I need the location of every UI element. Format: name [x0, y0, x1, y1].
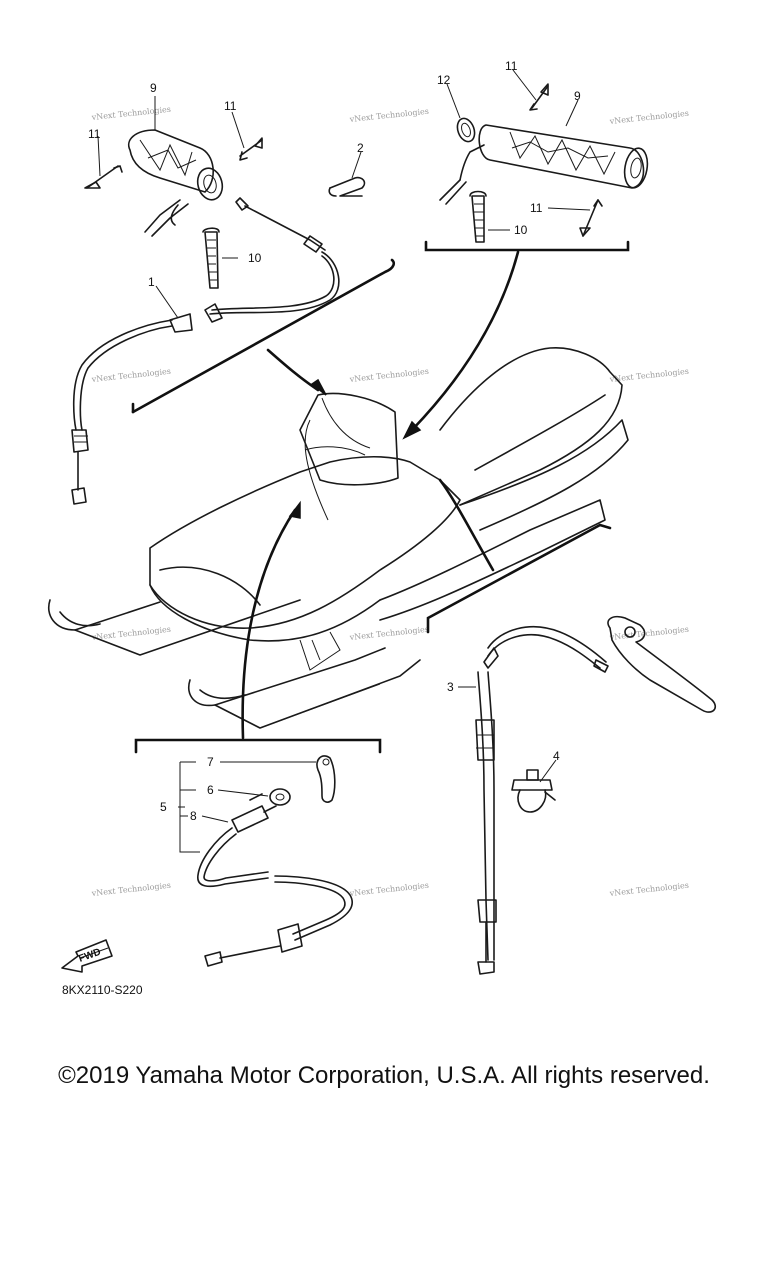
watermark: vNext Technologies [90, 625, 171, 642]
watermark: vNext Technologies [90, 881, 171, 898]
callout-5: 5 [160, 800, 167, 814]
snowmobile-illustration [48, 347, 629, 729]
callout-1: 1 [148, 275, 155, 289]
watermark: vNext Technologies [348, 107, 429, 124]
callout-leaders [97, 69, 591, 853]
callout-11: 11 [530, 201, 543, 215]
watermark: vNext Technologies [608, 109, 689, 126]
right-grip-assembly [439, 83, 649, 243]
callout-8: 8 [190, 809, 197, 823]
leader-arrows [241, 250, 520, 740]
callout-10: 10 [514, 223, 528, 237]
watermark: vNext Technologies [608, 881, 689, 898]
callout-12: 12 [437, 73, 451, 87]
callout-6: 6 [207, 783, 214, 797]
watermark: vNext Technologies [608, 625, 689, 642]
watermark: vNext Technologies [348, 881, 429, 898]
callout-4: 4 [553, 749, 560, 763]
brake-cable-assembly [475, 615, 717, 975]
callout-11: 11 [224, 99, 237, 113]
watermark: vNext Technologies [90, 105, 171, 122]
callout-7: 7 [207, 755, 214, 769]
forward-direction-arrow: FWD [61, 939, 113, 973]
watermark: vNext Technologies [348, 625, 429, 642]
diagram-code: 8KX2110-S220 [62, 983, 143, 997]
choke-cable-assembly [197, 755, 354, 967]
left-throttle-grip-assembly [71, 129, 366, 505]
callout-labels: 9 11 11 10 2 1 12 11 9 10 11 3 4 5 7 6 8 [88, 59, 581, 823]
callout-10: 10 [248, 251, 262, 265]
callout-9: 9 [150, 81, 157, 95]
callout-2: 2 [357, 141, 364, 155]
callout-11: 11 [88, 127, 101, 141]
section-brackets [131, 240, 630, 754]
watermark: vNext Technologies [348, 367, 429, 384]
callout-9: 9 [574, 89, 581, 103]
watermark: vNext Technologies [608, 367, 689, 384]
callout-11: 11 [505, 59, 518, 73]
callout-3: 3 [447, 680, 454, 694]
copyright-notice: ©2019 Yamaha Motor Corporation, U.S.A. A… [58, 1062, 710, 1089]
watermark: vNext Technologies [90, 367, 171, 384]
parts-diagram: vNext Technologies vNext Technologies vN… [48, 59, 717, 997]
